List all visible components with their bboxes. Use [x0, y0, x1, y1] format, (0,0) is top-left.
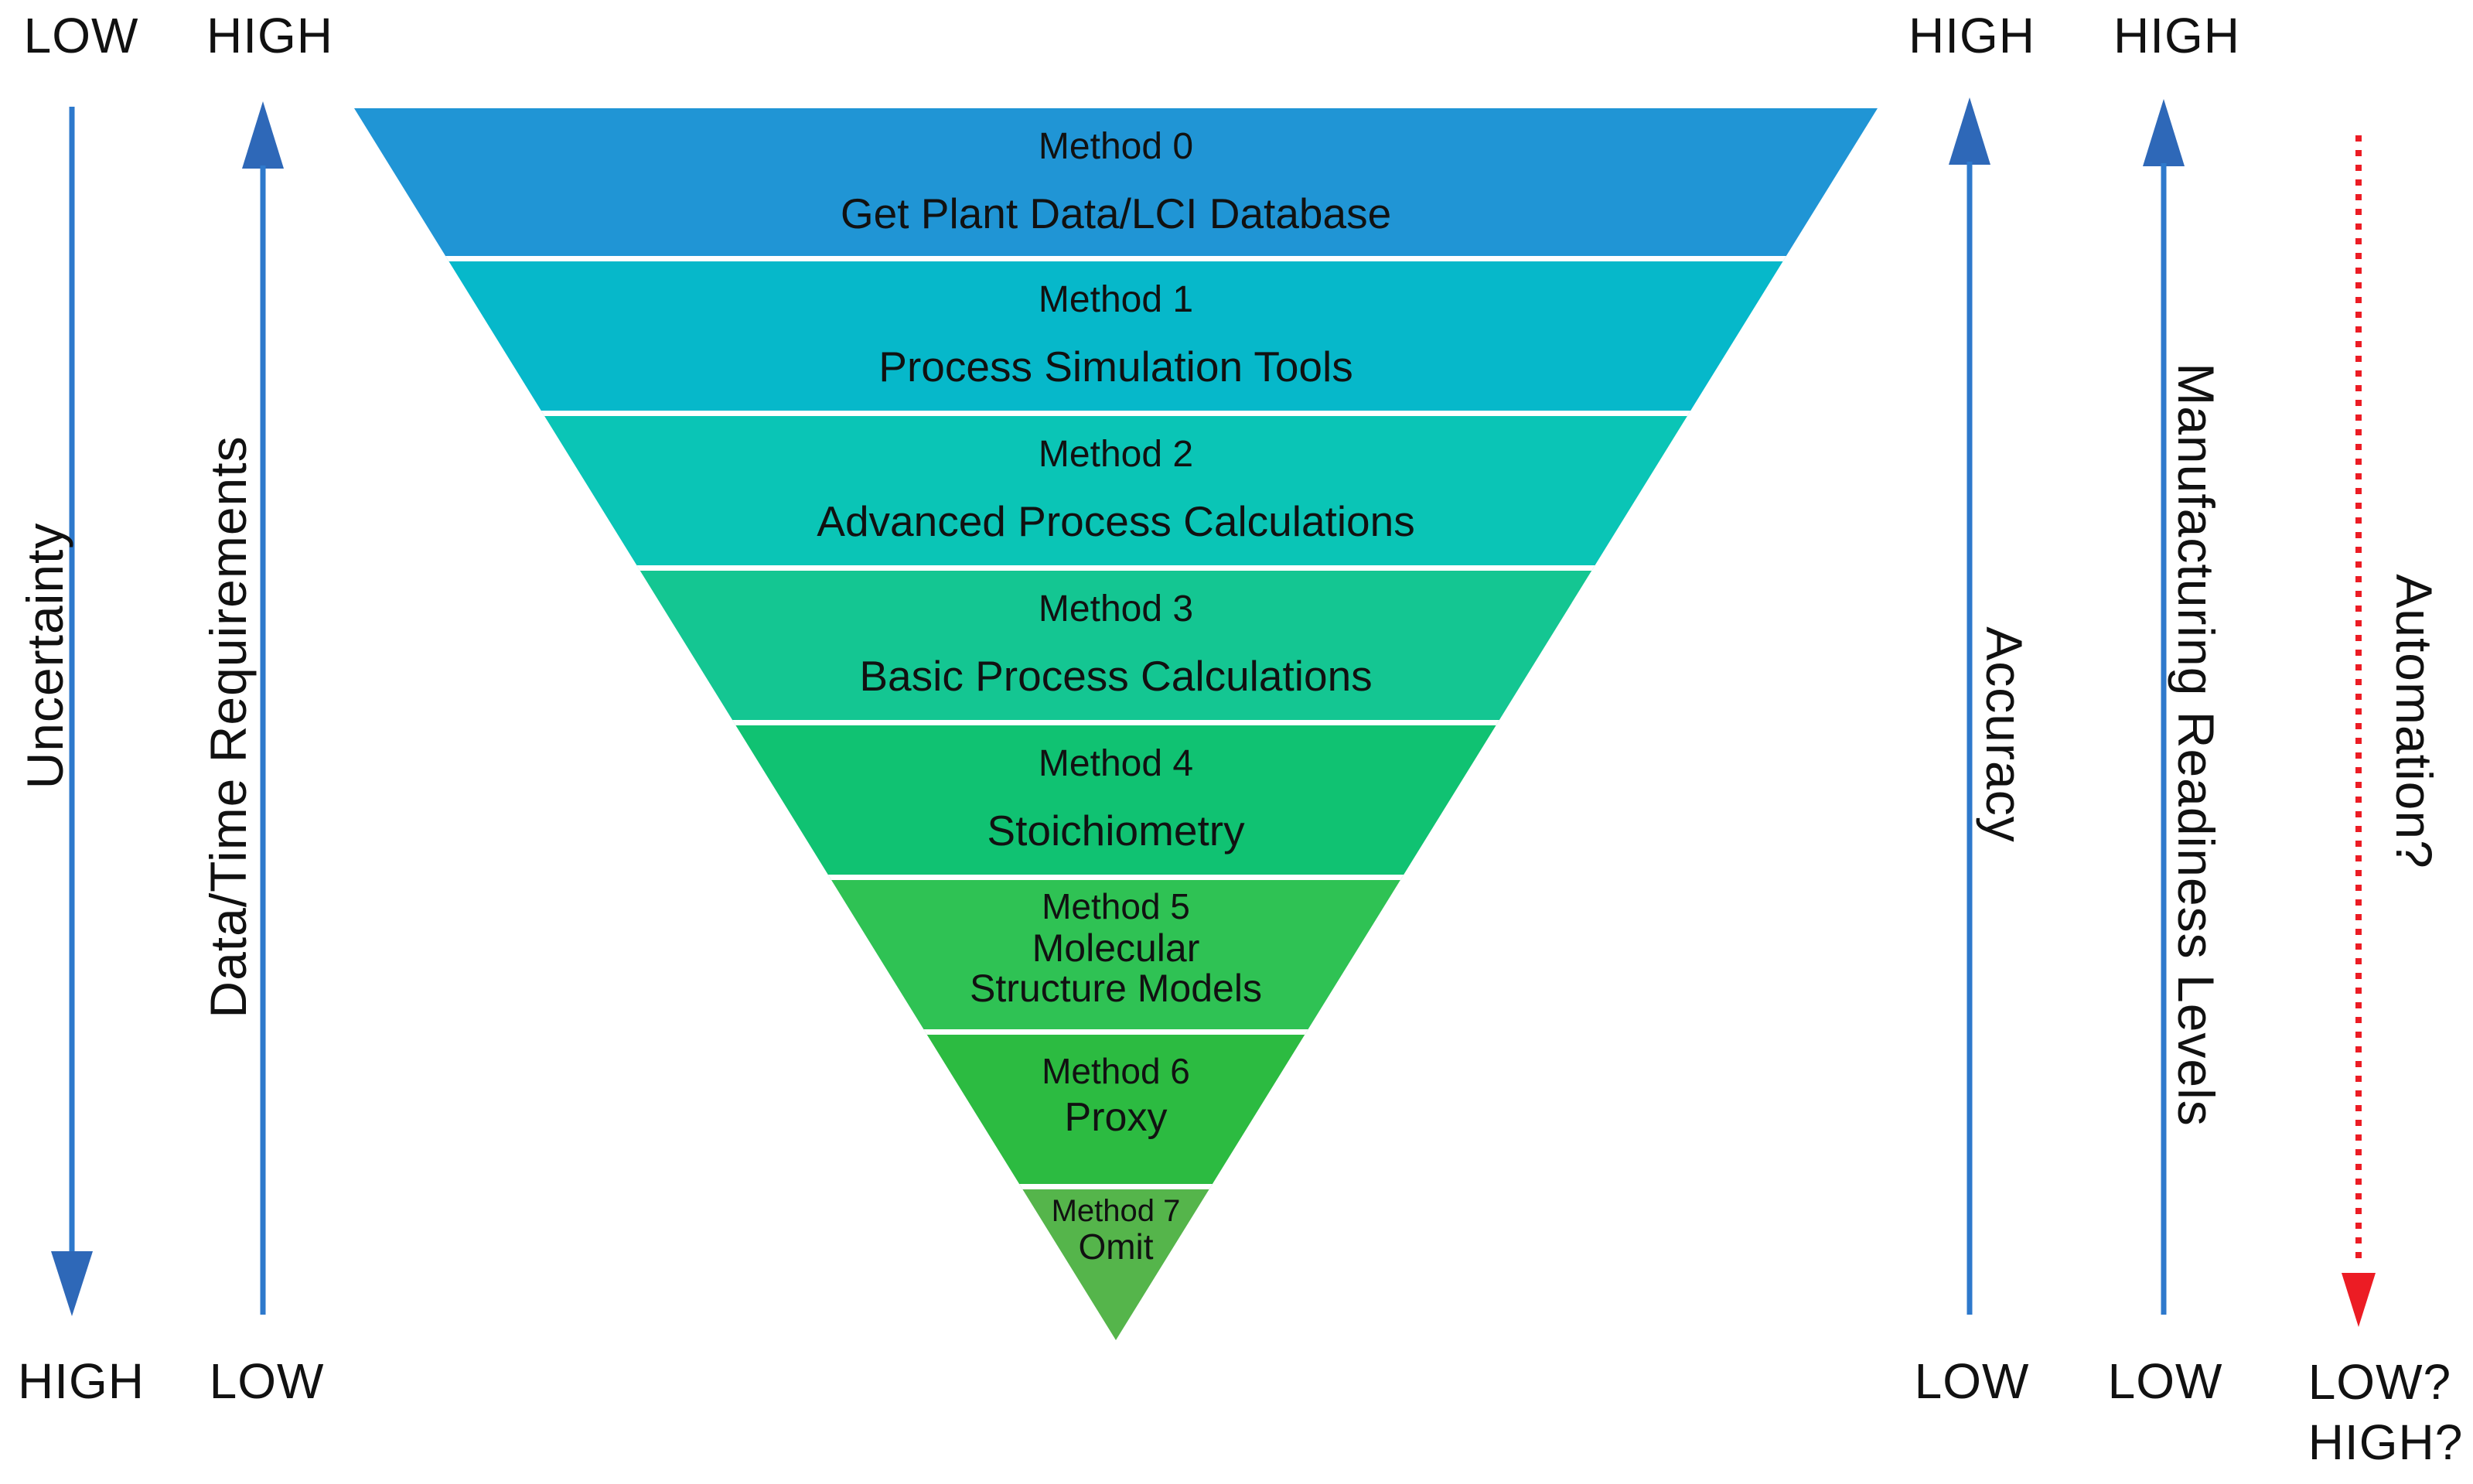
layer-name: Proxy [1064, 1095, 1168, 1140]
layer-caption: Method 3 [1038, 588, 1194, 629]
mrl-axis-title: Manufacturing Readiness Levels [2168, 363, 2225, 1127]
data-time-top-label: HIGH [206, 8, 333, 63]
funnel-layer-method-0: Method 0 Get Plant Data/LCI Database [354, 108, 1878, 261]
accuracy-axis-title: Accuracy [1976, 626, 2033, 843]
layer-name: Stoichiometry [987, 807, 1245, 855]
layer-name: Process Simulation Tools [878, 343, 1353, 391]
uncertainty-arrow-down [51, 107, 93, 1316]
accuracy-bottom-label: LOW [1914, 1353, 2030, 1409]
layer-caption: Method 0 [1038, 126, 1194, 167]
automation-bottom-labels: LOW? HIGH? [2308, 1352, 2464, 1472]
mrl-top-label: HIGH [2113, 8, 2240, 63]
automation-low-label: LOW? [2308, 1354, 2452, 1410]
accuracy-arrow-up [1949, 97, 1990, 1315]
layer-name: Get Plant Data/LCI Database [840, 189, 1392, 237]
uncertainty-top-label: LOW [23, 8, 139, 63]
layer-caption: Method 1 [1038, 279, 1194, 320]
automation-high-label: HIGH? [2308, 1414, 2464, 1470]
layer-name: Molecular [1032, 926, 1200, 970]
data-time-bottom-label: LOW [209, 1353, 325, 1409]
layer-caption: Method 7 [1051, 1194, 1181, 1228]
uncertainty-bottom-label: HIGH [18, 1353, 145, 1409]
automation-dotted-arrow-down [2342, 135, 2376, 1327]
automation-axis-title: Automation? [2386, 574, 2443, 869]
layer-caption: Method 5 [1042, 886, 1190, 926]
layer-name: Basic Process Calculations [859, 652, 1373, 700]
uncertainty-axis-title: Uncertainty [16, 522, 73, 790]
mrl-bottom-label: LOW [2107, 1353, 2223, 1409]
layer-caption: Method 2 [1038, 434, 1194, 475]
layer-caption: Method 6 [1042, 1051, 1190, 1091]
funnel-layer-method-1: Method 1 Process Simulation Tools [354, 261, 1878, 416]
data-time-arrow-up [242, 101, 284, 1315]
layer-name: Omit [1078, 1226, 1154, 1267]
layer-name-2: Structure Models [970, 967, 1262, 1010]
layer-name: Advanced Process Calculations [817, 497, 1415, 545]
accuracy-top-label: HIGH [1908, 8, 2035, 63]
mrl-arrow-up [2143, 99, 2185, 1315]
layer-caption: Method 4 [1038, 743, 1194, 784]
data-time-axis-title: Data/Time Requirements [200, 435, 257, 1018]
